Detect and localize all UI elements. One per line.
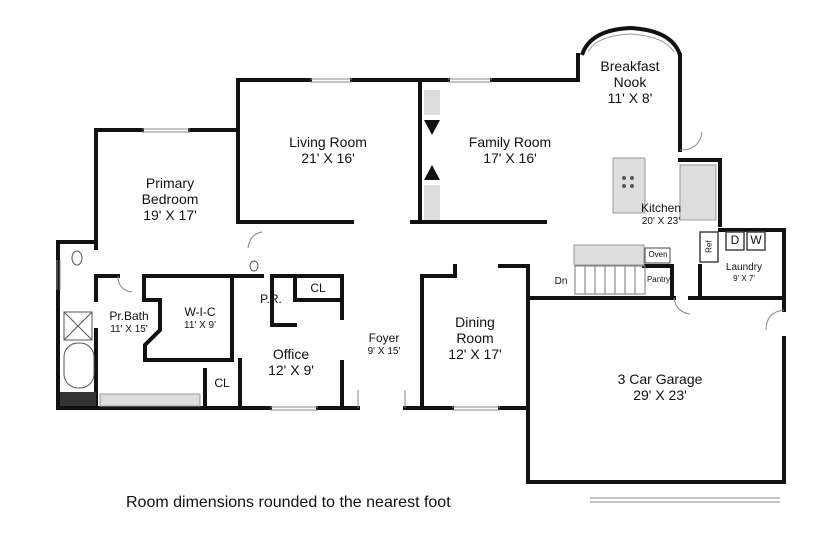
- room-label-office: Office 12' X 9': [256, 346, 326, 378]
- room-dim: 9' X 15': [367, 345, 401, 357]
- room-label-pr: P.R.: [254, 292, 288, 307]
- washer-label: W: [750, 233, 762, 247]
- ref-label: Ref: [704, 240, 714, 253]
- room-name: Foyer: [368, 331, 400, 345]
- room-name: 3 Car Garage: [617, 371, 703, 387]
- room-dim: 12' X 9': [268, 362, 314, 379]
- wall-closet: [293, 274, 344, 302]
- shower: [63, 311, 93, 341]
- kitchen-island: [612, 157, 646, 214]
- room-label-cl-top: CL: [300, 281, 336, 296]
- room-label-cl-bottom: CL: [206, 376, 238, 391]
- room-name: Living Room: [289, 134, 367, 150]
- room-label-kitchen: Kitchen 20' X 23': [630, 201, 692, 227]
- room-label-dining-room: Dining Room 12' X 17': [434, 314, 516, 362]
- wall-pantry: [642, 264, 674, 300]
- room-dim: 29' X 23': [633, 387, 687, 404]
- room-name: Laundry: [725, 262, 763, 273]
- room-name: Kitchen: [640, 201, 682, 215]
- pantry-label: Pantry: [646, 275, 671, 284]
- stairs: [574, 265, 646, 295]
- bathtub: [63, 342, 95, 389]
- room-name: Dining Room: [455, 314, 495, 347]
- kitchen-counter: [679, 164, 717, 221]
- wall-wic: [142, 274, 234, 362]
- room-name: W-I-C: [184, 305, 216, 319]
- wall-garage-left: [526, 406, 786, 484]
- room-label-laundry: Laundry 9' X 7': [720, 262, 768, 283]
- stairs-down-label: Dn: [554, 276, 568, 287]
- room-label-primary-bedroom: Primary Bedroom 19' X 17': [128, 175, 212, 223]
- room-name: Breakfast Nook: [600, 58, 660, 91]
- room-dim: 17' X 16': [483, 150, 537, 167]
- room-name: CL: [214, 376, 230, 390]
- room-name: CL: [310, 281, 326, 295]
- oven-block: [644, 247, 671, 264]
- room-dim: 11' X 15': [110, 323, 148, 335]
- room-name: Pr.Bath: [109, 309, 149, 323]
- room-label-pr-bath: Pr.Bath 11' X 15': [100, 309, 158, 335]
- room-name: Family Room: [468, 134, 552, 150]
- room-label-wic: W-I-C 11' X 9': [172, 305, 228, 331]
- dryer-label: D: [730, 233, 740, 247]
- room-dim: 20' X 23': [641, 215, 681, 227]
- room-name: Primary Bedroom: [141, 175, 199, 208]
- room-label-garage: 3 Car Garage 29' X 23': [600, 371, 720, 403]
- room-dim: 21' X 16': [301, 150, 355, 167]
- fireplace: [424, 120, 440, 180]
- nook-bay-window: [580, 25, 682, 56]
- room-dim: 11' X 8': [607, 90, 653, 107]
- room-dim: 19' X 17': [143, 207, 197, 224]
- room-label-family-room: Family Room 17' X 16': [450, 134, 570, 166]
- room-label-foyer: Foyer 9' X 15': [354, 331, 414, 357]
- room-name: P.R.: [260, 292, 282, 306]
- room-dim: 11' X 9': [184, 319, 216, 331]
- vanity: [99, 393, 201, 407]
- room-label-breakfast-nook: Breakfast Nook 11' X 8': [588, 58, 672, 106]
- room-dim: 12' X 17': [448, 346, 502, 363]
- room-name: Office: [272, 346, 310, 362]
- oven-label: Oven: [648, 250, 668, 259]
- caption: Room dimensions rounded to the nearest f…: [126, 494, 451, 511]
- room-label-living-room: Living Room 21' X 16': [270, 134, 386, 166]
- room-dim: 9' X 7': [733, 273, 755, 283]
- wall-pr: [270, 274, 297, 327]
- wall-living-bottom: [236, 128, 354, 224]
